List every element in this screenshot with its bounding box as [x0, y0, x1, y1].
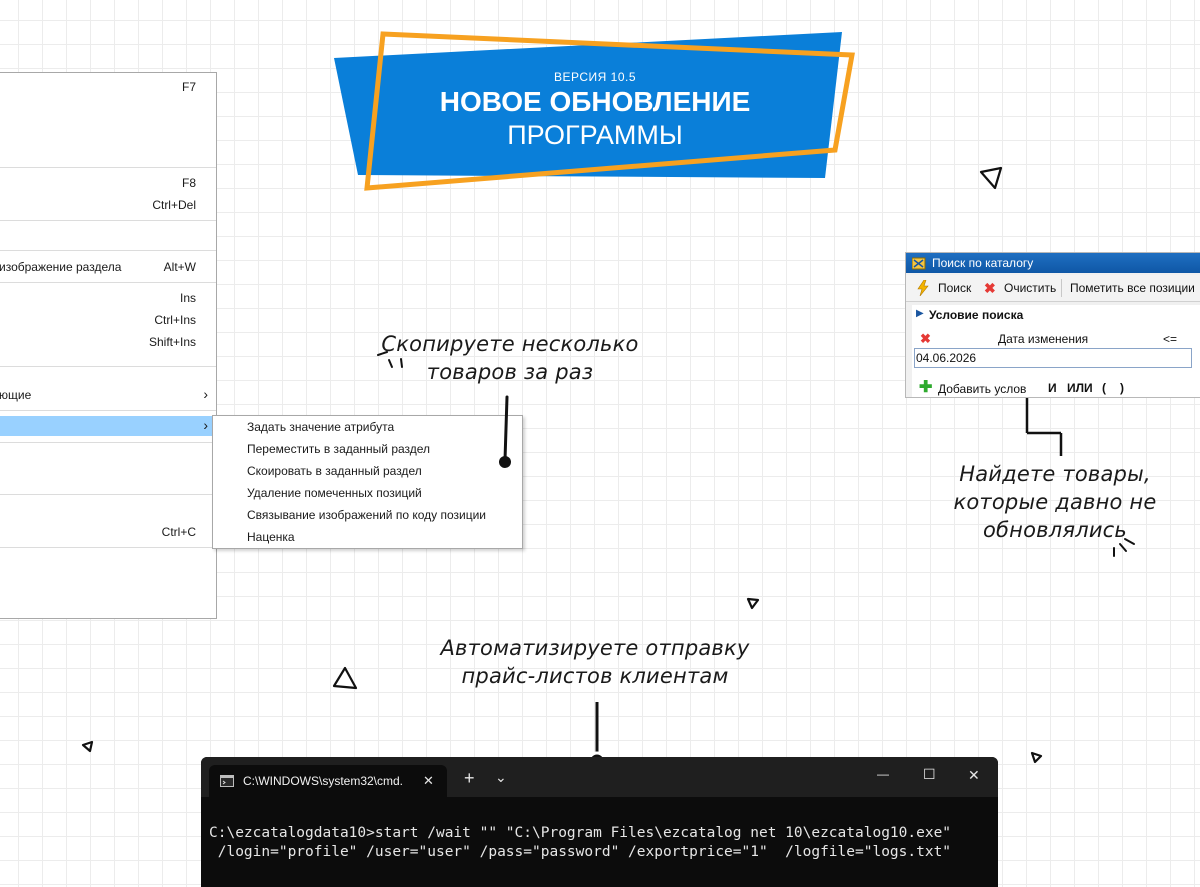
- menu-item-copy-insert[interactable]: Ctrl+Ins: [0, 310, 216, 330]
- menu-separator: [0, 410, 216, 411]
- date-value-input[interactable]: 04.06.2026: [914, 348, 1192, 368]
- new-tab-button[interactable]: +: [464, 768, 475, 788]
- expand-arrow-icon: ▶: [916, 308, 924, 319]
- search-button-label: Поиск: [938, 281, 972, 295]
- cmd-icon: [220, 775, 234, 787]
- condition-header-label: Условие поиска: [929, 308, 1024, 322]
- banner-subtitle: ПРОГРАММЫ: [507, 120, 683, 150]
- menu-shortcut: Ctrl+Ins: [154, 313, 196, 327]
- banner-version: ВЕРСИЯ 10.5: [553, 70, 637, 84]
- green-plus-icon[interactable]: ✚: [919, 379, 933, 396]
- callout-find-line3: обновлялись: [982, 518, 1127, 542]
- menu-separator: [0, 547, 216, 548]
- terminal-command-line2[interactable]: /login="profile" /user="user" /pass="pas…: [209, 844, 952, 860]
- or-button[interactable]: ИЛИ: [1067, 381, 1093, 395]
- menu-separator: [0, 442, 216, 443]
- menu-shortcut: Ctrl+Del: [152, 198, 196, 212]
- menu-shortcut: F8: [181, 176, 196, 190]
- toolbar-separator: [1061, 279, 1062, 297]
- menu-shortcut: Ins: [179, 291, 196, 305]
- search-toolbar: Поиск ✖ Очистить Пометить все позиции: [906, 275, 1200, 302]
- red-x-icon: ✖: [984, 280, 996, 296]
- menu-item-label: изображение раздела: [0, 260, 122, 274]
- menu-item-delete[interactable]: Ctrl+Del: [0, 195, 216, 215]
- submenu-item-markup[interactable]: Наценка: [247, 530, 295, 544]
- terminal-tab-title: C:\WINDOWS\system32\cmd.: [243, 774, 404, 788]
- chevron-right-icon: ›: [203, 417, 208, 433]
- menu-shortcut: Ctrl+C: [161, 525, 196, 539]
- maximize-button[interactable]: ☐: [923, 766, 936, 782]
- update-banner: ВЕРСИЯ 10.5 НОВОЕ ОБНОВЛЕНИЕ ПРОГРАММЫ: [330, 28, 860, 193]
- tab-dropdown-icon[interactable]: ⌄: [495, 769, 507, 785]
- callout-find-line1: Найдете товары,: [959, 462, 1151, 486]
- context-menu: F7 F8 Ctrl+Del изображение раздела Alt+W…: [0, 72, 217, 619]
- condition-field-name[interactable]: Дата изменения: [998, 332, 1089, 346]
- close-paren-button[interactable]: ): [1120, 381, 1124, 395]
- terminal-tab[interactable]: C:\WINDOWS\system32\cmd. ✕: [209, 765, 447, 797]
- remove-condition-icon[interactable]: ✖: [920, 331, 931, 346]
- menu-shortcut: F7: [181, 80, 196, 94]
- menu-item-insert[interactable]: Ins: [0, 288, 216, 308]
- menu-item-paste[interactable]: Shift+Ins: [0, 332, 216, 352]
- menu-item-submenu-1[interactable]: ющие ›: [0, 385, 216, 405]
- terminal-command-line1[interactable]: C:\ezcatalogdata10>start /wait "" "C:\Pr…: [209, 825, 952, 841]
- search-condition-header[interactable]: ▶ Условие поиска: [912, 305, 1200, 325]
- menu-separator: [0, 282, 216, 283]
- callout-automate-line2: прайс-листов клиентам: [461, 664, 729, 688]
- catalog-search-window: Поиск по каталогу Поиск ✖ Очистить Помет…: [905, 252, 1200, 398]
- submenu-item-set-attribute[interactable]: Задать значение атрибута: [247, 420, 395, 434]
- submenu-item-copy-to-section[interactable]: Скоировать в заданный раздел: [247, 464, 422, 478]
- callout-copy-line2: товаров за раз: [426, 360, 594, 384]
- menu-shortcut: Alt+W: [163, 260, 196, 274]
- open-paren-button[interactable]: (: [1102, 381, 1106, 395]
- callout-copy: Скопируете несколько товаров за раз: [380, 330, 640, 386]
- submenu-item-move-to-section[interactable]: Переместить в заданный раздел: [247, 442, 431, 456]
- menu-separator: [0, 220, 216, 221]
- banner-title: НОВОЕ ОБНОВЛЕНИЕ: [439, 86, 751, 117]
- menu-item-label: ющие: [0, 388, 32, 402]
- banner-shape: [334, 31, 855, 191]
- search-window-title: Поиск по каталогу: [932, 256, 1034, 270]
- tab-close-icon[interactable]: ✕: [423, 773, 434, 788]
- condition-operator[interactable]: <=: [1163, 332, 1178, 346]
- minimize-button[interactable]: —: [877, 767, 889, 781]
- callout-find-line2: которые давно не: [953, 490, 1157, 514]
- catalog-app-icon: [912, 257, 926, 270]
- close-window-button[interactable]: ✕: [968, 767, 980, 783]
- callout-find: Найдете товары, которые давно не обновля…: [930, 460, 1180, 544]
- callout-copy-line1: Скопируете несколько: [381, 332, 639, 356]
- menu-item-copy[interactable]: Ctrl+C: [0, 522, 216, 542]
- menu-shortcut: Shift+Ins: [148, 335, 196, 349]
- menu-item-section-image[interactable]: изображение раздела Alt+W: [0, 257, 216, 277]
- callout-automate-line1: Автоматизируете отправку: [440, 636, 750, 660]
- submenu-item-delete-marked[interactable]: Удаление помеченных позиций: [247, 486, 422, 500]
- menu-item-group-actions[interactable]: ›: [0, 416, 216, 436]
- menu-separator: [0, 494, 216, 495]
- menu-separator: [0, 250, 216, 251]
- submenu-item-link-images[interactable]: Связывание изображений по коду позиции: [247, 508, 486, 522]
- menu-separator: [0, 167, 216, 168]
- chevron-right-icon: ›: [203, 386, 208, 402]
- mark-all-button[interactable]: Пометить все позиции: [1070, 281, 1195, 295]
- menu-item-f8[interactable]: F8: [0, 173, 216, 193]
- terminal-tab-bar: C:\WINDOWS\system32\cmd. ✕ + ⌄ — ☐ ✕: [201, 757, 998, 797]
- and-button[interactable]: И: [1048, 381, 1057, 395]
- lightning-icon: [917, 280, 929, 296]
- search-window-titlebar: Поиск по каталогу: [906, 253, 1200, 273]
- callout-automate: Автоматизируете отправку прайс-листов кл…: [420, 634, 770, 690]
- menu-item-f7[interactable]: F7: [0, 77, 216, 97]
- group-actions-submenu: Задать значение атрибута Переместить в з…: [212, 415, 523, 549]
- menu-separator: [0, 366, 216, 367]
- cmd-terminal-window: C:\WINDOWS\system32\cmd. ✕ + ⌄ — ☐ ✕ C:\…: [201, 757, 998, 887]
- add-condition-link[interactable]: Добавить услов: [938, 382, 1027, 396]
- add-condition-row: ✚ Добавить услов И ИЛИ ( ): [912, 377, 1200, 397]
- clear-button-label: Очистить: [1004, 281, 1057, 295]
